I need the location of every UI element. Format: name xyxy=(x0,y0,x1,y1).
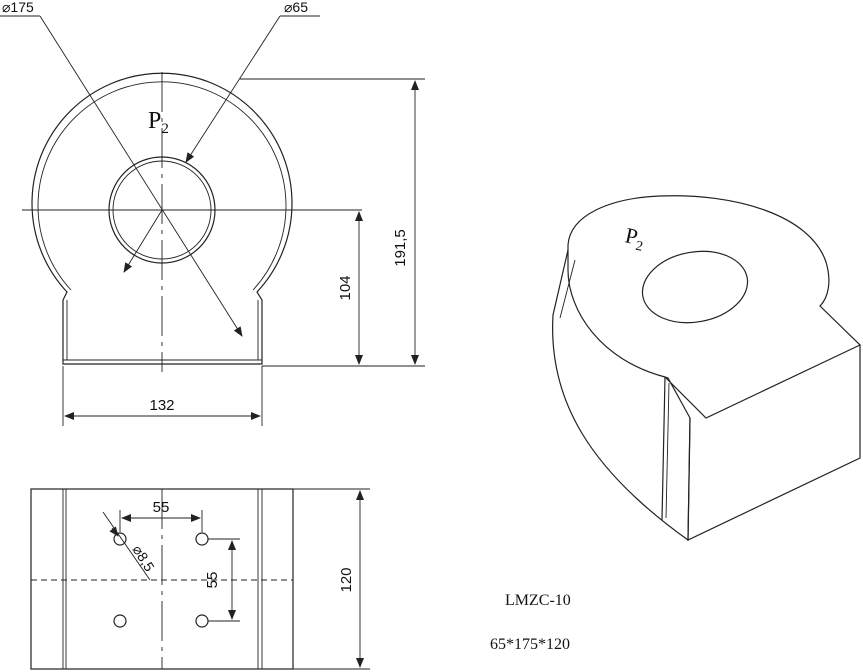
hole-spacing-y-label: 55 xyxy=(204,572,221,589)
model-label: LMZC-10 xyxy=(505,592,571,609)
iso-center-hole xyxy=(641,250,749,324)
iso-block-edge xyxy=(664,376,691,419)
base-width-label: 132 xyxy=(149,397,174,414)
mounting-hole-1 xyxy=(113,532,127,546)
height-label: 191,5 xyxy=(392,229,409,267)
iso-cylinder-side-inner xyxy=(559,259,576,319)
hole-spacing-x-label: 55 xyxy=(153,499,170,516)
mounting-hole-3 xyxy=(113,614,127,628)
iso-terminal-mark: P2 xyxy=(622,222,647,254)
leader-8-5-arrow xyxy=(109,526,119,537)
iso-vertical-edge xyxy=(661,376,666,521)
leader-175 xyxy=(39,15,243,337)
top-view: ⌀175 ⌀65 P2 191,5 104 132 xyxy=(0,0,425,426)
bottom-view: 55 55 ⌀8,5 120 xyxy=(30,488,370,670)
depth-label: 120 xyxy=(338,567,355,592)
isometric-view: P2 xyxy=(552,195,862,542)
leader-65-upper xyxy=(185,15,281,163)
iso-cylinder-side xyxy=(552,249,691,542)
leader-8-5 xyxy=(102,511,151,581)
top-view-outline xyxy=(31,72,293,365)
outer-diameter-label: ⌀175 xyxy=(2,0,34,15)
terminal-mark: P2 xyxy=(148,108,169,137)
leader-65-lower xyxy=(123,209,163,273)
iso-vertical-edge-inner xyxy=(665,382,670,519)
center-height-label: 104 xyxy=(337,275,354,300)
iso-top-face xyxy=(567,195,862,419)
inner-diameter-label: ⌀65 xyxy=(284,0,308,15)
size-label: 65*175*120 xyxy=(490,636,570,653)
mounting-hole-2 xyxy=(195,532,209,546)
mounting-hole-4 xyxy=(195,614,209,628)
hole-diameter-label: ⌀8,5 xyxy=(129,542,157,574)
iso-front-block xyxy=(687,345,861,541)
